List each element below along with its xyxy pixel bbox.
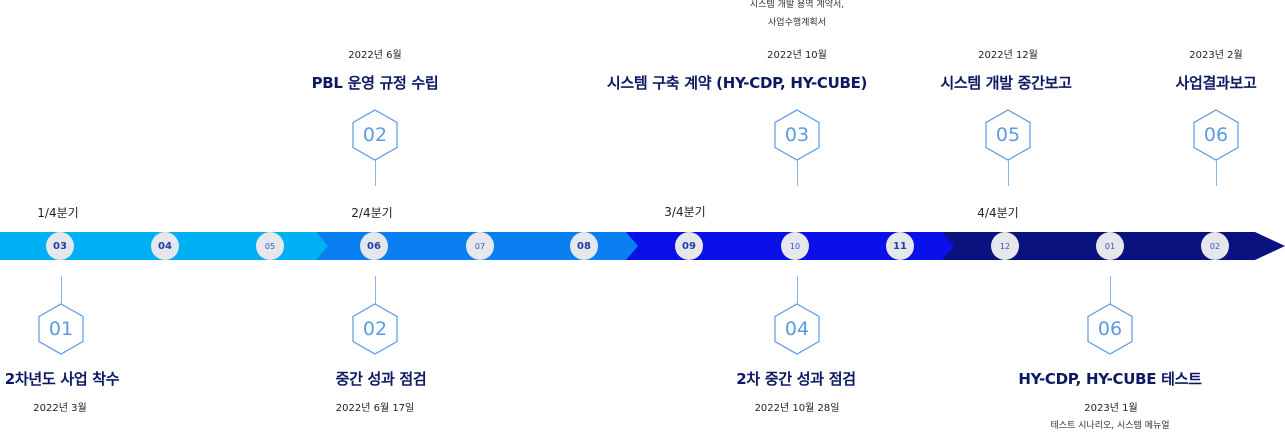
milestone-title: 시스템 개발 중간보고 xyxy=(940,74,1072,92)
connector-line xyxy=(375,160,376,186)
milestone-note: 테스트 시나리오, 시스템 메뉴얼 xyxy=(1050,421,1170,431)
month-marker: 09 xyxy=(675,232,703,260)
quarter-label-q1: 1/4분기 xyxy=(37,206,79,220)
milestone-title: 사업결과보고 xyxy=(1175,74,1257,92)
month-marker: 02 xyxy=(1201,232,1229,260)
milestone-hexagon: 02 xyxy=(352,303,398,355)
milestone-hexagon: 02 xyxy=(352,109,398,161)
milestone-date: 2022년 10월 28일 xyxy=(754,403,840,414)
month-marker: 05 xyxy=(256,232,284,260)
month-marker: 11 xyxy=(886,232,914,260)
milestone-number: 02 xyxy=(362,318,388,340)
connector-line xyxy=(797,276,798,304)
milestone-title: 2차년도 사업 착수 xyxy=(4,370,120,388)
milestone-number: 05 xyxy=(995,124,1021,146)
milestone-date: 2022년 12월 xyxy=(978,50,1038,61)
milestone-number: 01 xyxy=(48,318,74,340)
month-marker: 10 xyxy=(781,232,809,260)
milestone-hexagon: 05 xyxy=(985,109,1031,161)
month-marker: 06 xyxy=(360,232,388,260)
milestone-note: 사업수행계획서 xyxy=(768,18,826,28)
quarter-label-q3: 3/4분기 xyxy=(664,205,706,219)
month-marker: 03 xyxy=(46,232,74,260)
quarter-label-q2: 2/4분기 xyxy=(351,206,393,220)
month-marker: 12 xyxy=(991,232,1019,260)
month-marker: 04 xyxy=(151,232,179,260)
milestone-date: 2022년 6월 17일 xyxy=(335,403,415,414)
milestone-title: 시스템 구축 계약 (HY-CDP, HY-CUBE) xyxy=(606,74,868,92)
connector-line xyxy=(1110,276,1111,304)
milestone-hexagon: 06 xyxy=(1193,109,1239,161)
milestone-date: 2022년 3월 xyxy=(33,403,87,414)
milestone-note: 시스템 개발 용역 계약서, xyxy=(749,0,845,10)
connector-line xyxy=(1008,160,1009,186)
milestone-hexagon: 06 xyxy=(1087,303,1133,355)
milestone-hexagon: 01 xyxy=(38,303,84,355)
milestone-hexagon: 04 xyxy=(774,303,820,355)
connector-line xyxy=(375,276,376,304)
milestone-date: 2022년 10월 xyxy=(767,50,827,61)
milestone-number: 04 xyxy=(784,318,810,340)
milestone-date: 2023년 1월 xyxy=(1084,403,1138,414)
milestone-title: 2차 중간 성과 점검 xyxy=(736,370,856,388)
month-marker: 07 xyxy=(466,232,494,260)
quarter-label-q4: 4/4분기 xyxy=(977,206,1019,220)
milestone-title: PBL 운영 규정 수립 xyxy=(311,74,439,92)
milestone-title: 중간 성과 점검 xyxy=(335,370,427,388)
milestone-number: 02 xyxy=(362,124,388,146)
milestone-number: 06 xyxy=(1097,318,1123,340)
milestone-date: 2023년 2월 xyxy=(1189,50,1243,61)
milestone-number: 06 xyxy=(1203,124,1229,146)
milestone-date: 2022년 6월 xyxy=(348,50,402,61)
milestone-number: 03 xyxy=(784,124,810,146)
milestone-hexagon: 03 xyxy=(774,109,820,161)
connector-line xyxy=(1216,160,1217,186)
month-marker: 01 xyxy=(1096,232,1124,260)
milestone-title: HY-CDP, HY-CUBE 테스트 xyxy=(1018,370,1202,388)
month-marker: 08 xyxy=(570,232,598,260)
connector-line xyxy=(797,160,798,186)
connector-line xyxy=(61,276,62,304)
